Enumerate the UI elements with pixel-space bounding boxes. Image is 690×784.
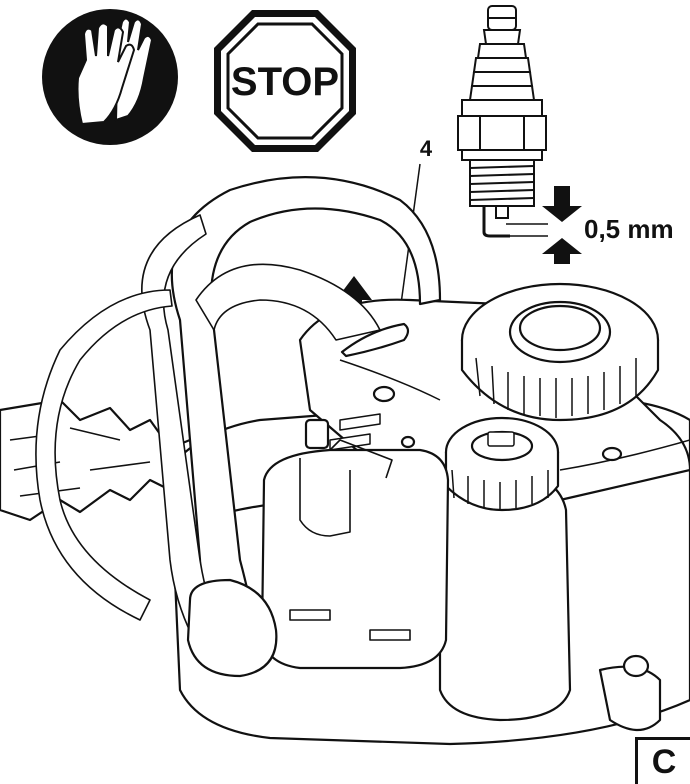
- gap-arrows: [542, 186, 582, 264]
- gap-label: 0,5 mm: [584, 214, 674, 244]
- stop-sign-icon: STOP: [214, 10, 356, 152]
- gloves-icon: [42, 9, 178, 145]
- stop-sign-text: STOP: [231, 60, 339, 104]
- spark-plug-icon: [457, 5, 548, 238]
- spark-plug-thread: [469, 159, 535, 207]
- hedge-trimmer-drawing: [0, 176, 690, 746]
- panel-letter: C: [635, 737, 690, 784]
- callout-number: 4: [420, 136, 433, 161]
